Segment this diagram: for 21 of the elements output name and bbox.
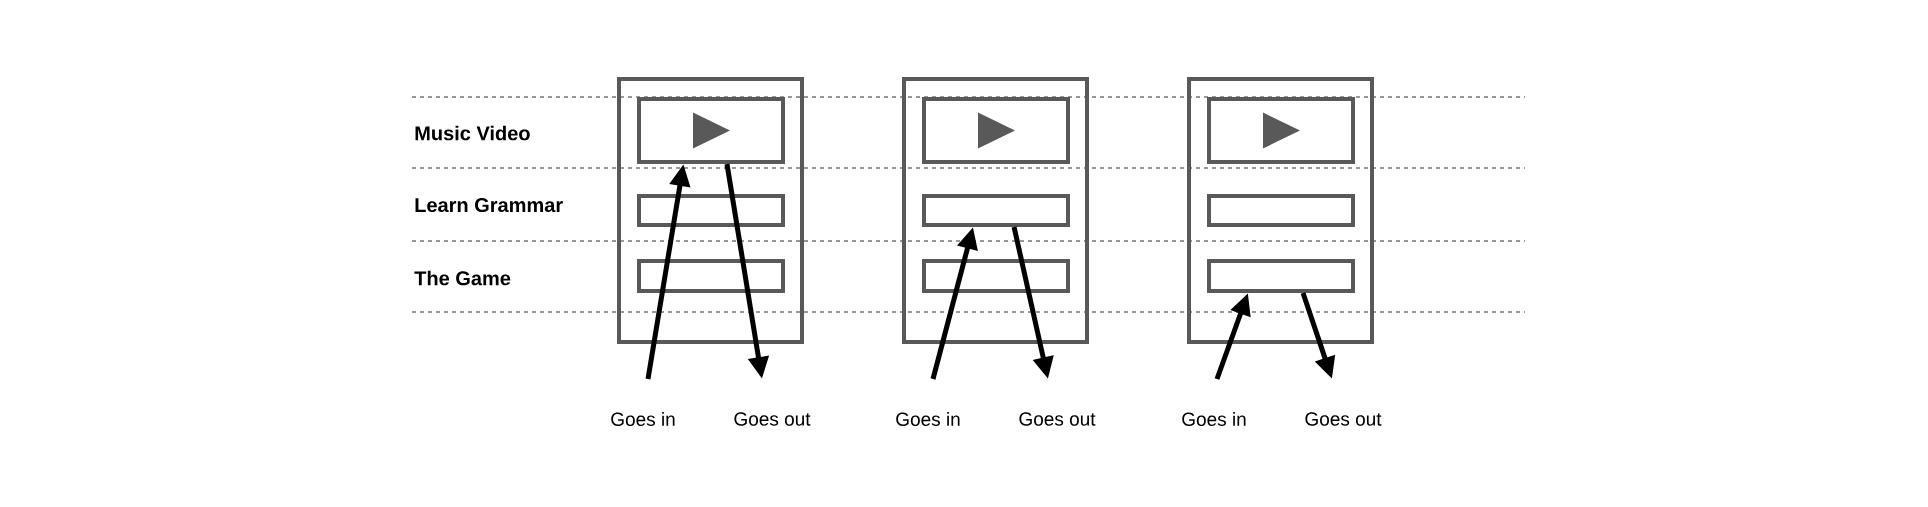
row-label: Music Video xyxy=(415,125,530,141)
row-label: Learn Grammar xyxy=(415,197,563,213)
content-bar xyxy=(1207,194,1355,227)
row-label: The Game xyxy=(414,270,511,286)
arrow-caption: Goes in xyxy=(896,412,960,426)
content-bar xyxy=(922,194,1070,227)
content-bar xyxy=(1207,259,1355,293)
phone-frame xyxy=(617,77,804,344)
arrow-caption: Goes in xyxy=(1182,412,1246,426)
arrow-caption: Goes out xyxy=(1305,412,1382,426)
phone-frame xyxy=(902,77,1089,344)
video-box xyxy=(922,97,1070,164)
content-bar xyxy=(637,259,785,293)
video-box xyxy=(637,97,785,164)
content-bar xyxy=(922,259,1070,293)
arrow-caption: Goes in xyxy=(611,412,675,426)
content-bar xyxy=(637,194,785,227)
arrow-caption: Goes out xyxy=(1019,412,1096,426)
phone-frame xyxy=(1187,77,1374,344)
video-box xyxy=(1207,97,1355,164)
arrow-caption: Goes out xyxy=(734,412,811,426)
